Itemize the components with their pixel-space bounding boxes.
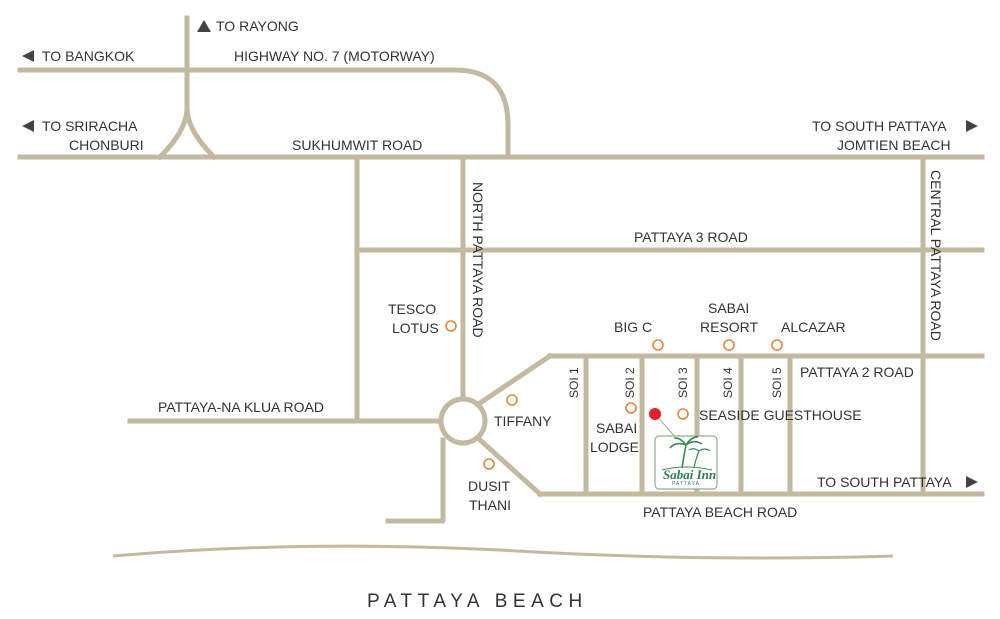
arrow-right-icon xyxy=(966,120,978,132)
diagonal-upper-road xyxy=(476,352,554,407)
highway-7-road xyxy=(17,67,511,160)
label-tesco: TESCO xyxy=(388,301,436,317)
label-to-rayong: TO RAYONG xyxy=(216,18,299,34)
roundabout xyxy=(438,396,488,446)
hotel-location-marker[interactable] xyxy=(649,408,661,420)
label-to-south-pattaya-bottom: TO SOUTH PATTAYA xyxy=(817,474,952,490)
label-sukhumvit-road: SUKHUMWIT ROAD xyxy=(292,137,422,153)
label-big-c: BIG C xyxy=(614,319,652,335)
label-naklua-road: PATTAYA-NA KLUA ROAD xyxy=(158,399,324,415)
label-pattaya-3-road: PATTAYA 3 ROAD xyxy=(634,229,748,245)
label-thani: THANI xyxy=(469,497,511,513)
arrow-right-icon xyxy=(966,476,978,488)
arrow-up-icon xyxy=(197,20,211,32)
label-soi-2: SOI 2 xyxy=(623,367,637,398)
label-sabai-lodge-1: SABAI xyxy=(596,420,637,436)
label-sabai-lodge-2: LODGE xyxy=(590,439,639,455)
rayong-junction-left xyxy=(156,105,190,161)
arrow-left-icon xyxy=(22,50,34,62)
label-to-bangkok: TO BANGKOK xyxy=(42,48,135,64)
poi-dusit-thani xyxy=(483,458,495,470)
label-north-pattaya-road: NORTH PATTAYA ROAD xyxy=(470,182,486,338)
label-beach-road: PATTAYA BEACH ROAD xyxy=(643,504,797,520)
logo-pointer-line xyxy=(655,414,677,439)
diagonal-lower-road xyxy=(476,436,544,498)
label-seaside-guesthouse: SEASIDE GUESTHOUSE xyxy=(699,407,862,423)
sabai-inn-logo[interactable]: Sabai Inn PATTAYA xyxy=(654,435,718,490)
poi-big-c xyxy=(652,339,664,351)
label-to-sriracha: TO SRIRACHA xyxy=(42,118,138,134)
label-sabai-resort-2: RESORT xyxy=(700,319,759,335)
poi-sabai-resort xyxy=(723,339,735,351)
poi-tesco-lotus xyxy=(445,320,457,332)
logo-subtitle: PATTAYA xyxy=(672,481,700,487)
label-tiffany: TIFFANY xyxy=(494,413,552,429)
label-sabai-resort-1: SABAI xyxy=(708,300,749,316)
label-soi-4: SOI 4 xyxy=(721,367,735,398)
label-central-pattaya-road: CENTRAL PATTAYA ROAD xyxy=(928,170,944,341)
arrow-left-icon xyxy=(22,120,34,132)
label-dusit: DUSIT xyxy=(468,478,510,494)
label-lotus: LOTUS xyxy=(392,320,439,336)
label-to-south-pattaya: TO SOUTH PATTAYA xyxy=(812,118,947,134)
label-chonburi: CHONBURI xyxy=(69,137,144,153)
label-highway-7: HIGHWAY NO. 7 (MOTORWAY) xyxy=(234,48,435,64)
poi-seaside-guesthouse xyxy=(677,408,689,420)
poi-sabai-lodge xyxy=(625,402,637,414)
label-alcazar: ALCAZAR xyxy=(781,319,846,335)
poi-tiffany xyxy=(506,394,518,406)
logo-name: Sabai Inn xyxy=(663,467,716,482)
label-soi-3: SOI 3 xyxy=(676,367,690,398)
label-soi-5: SOI 5 xyxy=(770,367,784,398)
road-network xyxy=(17,15,985,524)
label-jomtien-beach: JOMTIEN BEACH xyxy=(837,137,951,153)
shoreline xyxy=(112,544,894,560)
poi-alcazar xyxy=(771,339,783,351)
label-soi-1: SOI 1 xyxy=(567,367,581,398)
south-link-road xyxy=(385,437,446,524)
palm-tree-icon xyxy=(661,436,713,471)
rayong-junction-right xyxy=(184,105,218,161)
label-pattaya-beach: PATTAYA BEACH xyxy=(367,591,588,612)
label-pattaya-2-road: PATTAYA 2 ROAD xyxy=(800,364,914,380)
